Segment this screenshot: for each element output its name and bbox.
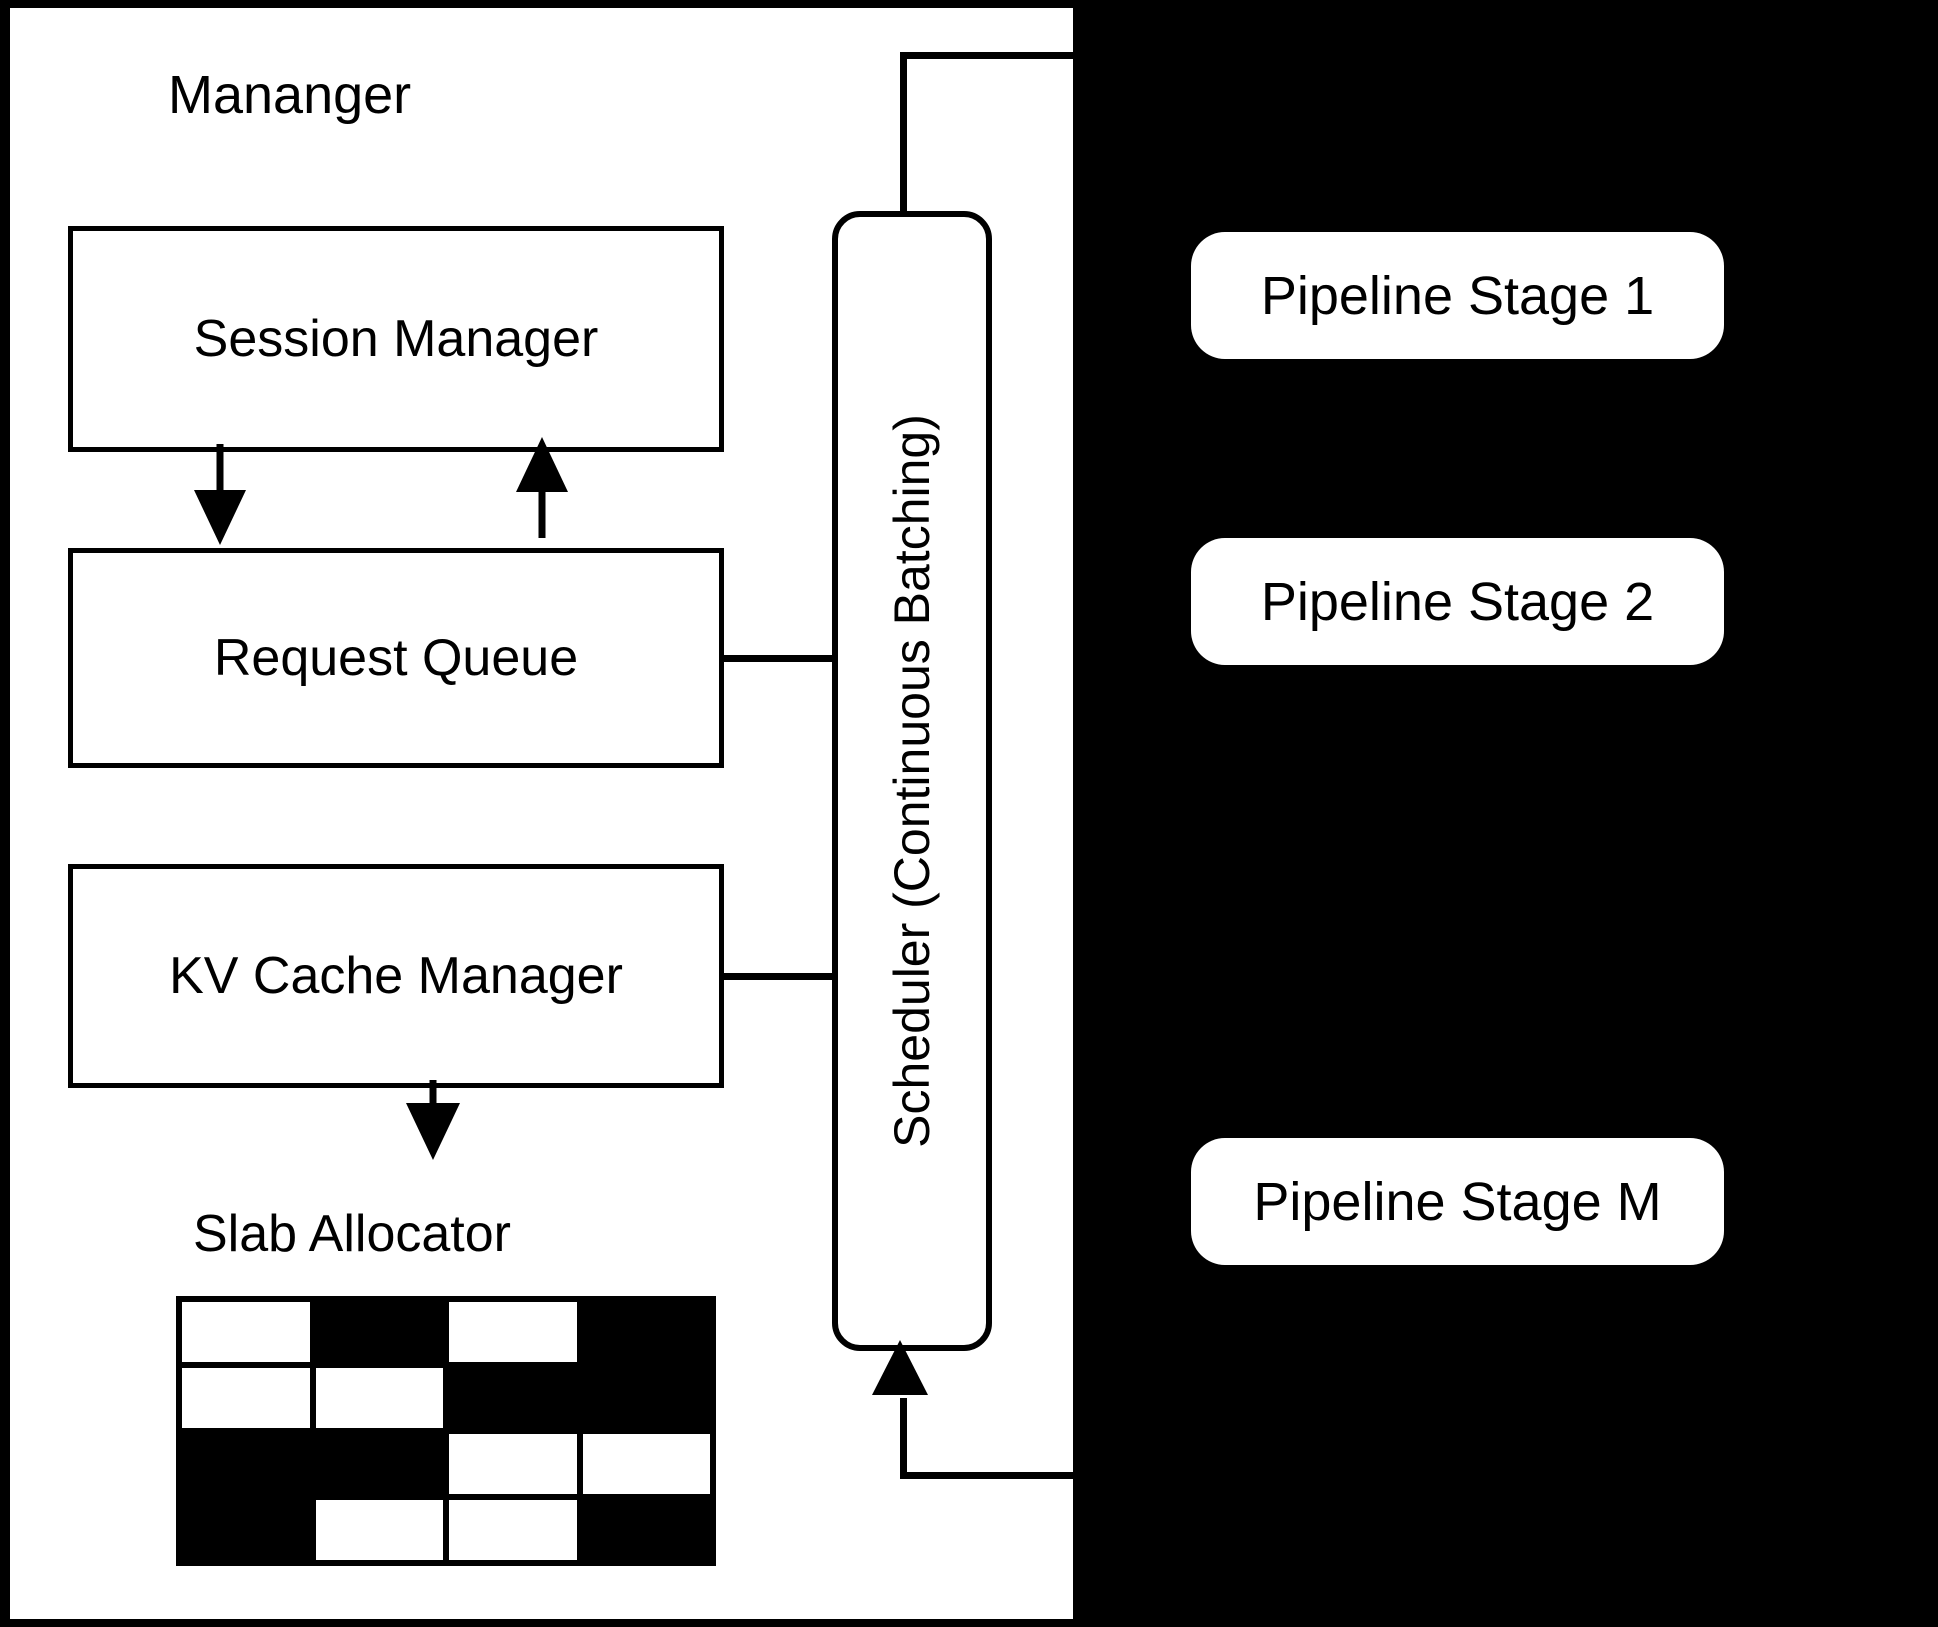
node-session-manager-label: Session Manager bbox=[193, 310, 599, 368]
connector-kv-cache-to-scheduler bbox=[721, 973, 836, 980]
manager-title: Mananger bbox=[168, 65, 412, 125]
slab-cell-free bbox=[179, 1299, 313, 1365]
slab-cell-used bbox=[579, 1497, 713, 1563]
connector-request-queue-to-scheduler bbox=[721, 655, 836, 662]
node-kv-cache-manager-label: KV Cache Manager bbox=[169, 947, 623, 1005]
pipeline-stage-1-label: Pipeline Stage 1 bbox=[1260, 265, 1655, 326]
pipeline-stage-m-label: Pipeline Stage M bbox=[1253, 1171, 1662, 1232]
slab-cell-free bbox=[446, 1497, 580, 1563]
node-session-manager[interactable]: Session Manager bbox=[68, 226, 724, 452]
node-scheduler[interactable]: Scheduler (Continuous Batching) bbox=[832, 211, 992, 1351]
connector-pipeline-to-scheduler-bottom bbox=[900, 1472, 1075, 1479]
slab-cell-used bbox=[312, 1431, 446, 1497]
slab-cell-used bbox=[179, 1431, 313, 1497]
connector-scheduler-bottom-stub bbox=[900, 1398, 907, 1476]
slab-cell-used bbox=[179, 1497, 313, 1563]
slab-cell-free bbox=[579, 1431, 713, 1497]
node-scheduler-label: Scheduler (Continuous Batching) bbox=[884, 414, 940, 1148]
slab-cell-used bbox=[312, 1299, 446, 1365]
pipeline-stage-1[interactable]: Pipeline Stage 1 bbox=[1191, 232, 1724, 359]
pipeline-stage-m[interactable]: Pipeline Stage M bbox=[1191, 1138, 1724, 1265]
slab-cell-free bbox=[446, 1431, 580, 1497]
manager-panel: Mananger Session Manager Request Queue K… bbox=[10, 8, 1075, 1619]
slab-cell-used bbox=[579, 1299, 713, 1365]
node-request-queue[interactable]: Request Queue bbox=[68, 548, 724, 768]
slab-allocator-grid bbox=[176, 1296, 716, 1566]
node-request-queue-label: Request Queue bbox=[213, 629, 579, 687]
slab-cell-free bbox=[179, 1365, 313, 1431]
slab-cell-used bbox=[446, 1365, 580, 1431]
node-slab-allocator-label: Slab Allocator bbox=[193, 1205, 511, 1263]
connector-scheduler-top-stub bbox=[900, 52, 907, 214]
slab-cell-used bbox=[579, 1365, 713, 1431]
node-kv-cache-manager[interactable]: KV Cache Manager bbox=[68, 864, 724, 1088]
slab-cell-free bbox=[312, 1497, 446, 1563]
slab-cell-free bbox=[446, 1299, 580, 1365]
pipeline-stage-2-label: Pipeline Stage 2 bbox=[1260, 571, 1655, 632]
slab-cell-free bbox=[312, 1365, 446, 1431]
pipeline-stage-2[interactable]: Pipeline Stage 2 bbox=[1191, 538, 1724, 665]
connector-scheduler-to-pipeline-top bbox=[900, 52, 1075, 59]
